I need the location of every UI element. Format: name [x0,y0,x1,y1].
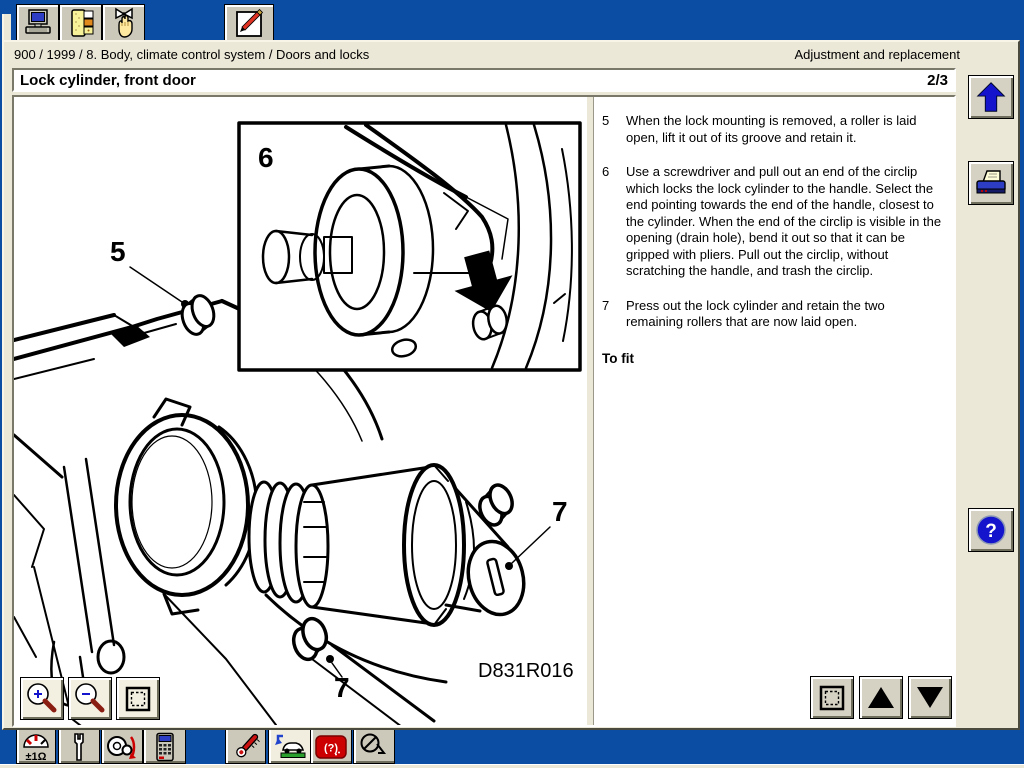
computer-icon [24,9,51,34]
select-region-icon [125,686,151,711]
to-fit-heading: To fit [602,350,634,366]
tab-calculator[interactable] [143,730,186,764]
main-frame: 900 / 1999 / 8. Body, climate control sy… [2,40,1020,746]
wrench-icon [74,732,84,761]
page-title: Lock cylinder, front door [20,71,196,89]
tab-fault-codes[interactable]: (?) [310,730,352,764]
tab-accessories[interactable] [102,4,145,41]
step-text: Use a screwdriver and pull out an end of… [626,164,942,278]
figure-id: D831R016 [478,660,574,682]
select-frame-button[interactable] [810,676,854,719]
breadcrumb-bar: 900 / 1999 / 8. Body, climate control sy… [14,47,960,65]
step-text: Press out the lock cylinder and retain t… [626,297,885,330]
thermometer-icon [235,733,260,757]
tab-diode[interactable] [353,730,395,764]
scroll-up-icon [868,686,894,708]
callout-7-bottom: 7 [334,672,350,703]
up-arrow-icon [976,82,1006,112]
print-button[interactable] [968,161,1014,205]
zoom-out-button[interactable] [68,677,112,720]
tab-car-lift[interactable] [268,730,311,764]
pane-divider [586,97,594,725]
bottom-edge [0,764,1024,768]
diode-icon [360,733,387,754]
fault-label: (?) [324,742,338,754]
lock-cylinder-diagram: 5 6 [12,121,582,746]
instruction-steps: 5 When the lock mounting is removed, a r… [602,113,944,367]
callout-5: 5 [110,236,126,267]
step-6: 6 Use a screwdriver and pull out an end … [602,164,944,280]
help-glyph: ? [985,521,997,542]
tab-seals[interactable] [101,730,143,764]
frame-left-stub [2,14,11,40]
select-region-icon [819,685,845,710]
car-lift-icon [274,734,305,758]
step-5: 5 When the lock mounting is removed, a r… [602,113,944,146]
step-7: 7 Press out the lock cylinder and retain… [602,298,944,331]
scroll-up-button[interactable] [859,676,903,719]
tab-multimeter[interactable]: ±1Ω [16,730,56,764]
tab-notes[interactable] [224,4,274,41]
hand-bow-icon [114,7,133,38]
text-pane-tools [810,676,952,719]
back-up-button[interactable] [968,75,1014,119]
page-indicator: 2/3 [927,71,948,89]
zoom-in-button[interactable] [20,677,64,720]
multimeter-label: ±1Ω [26,751,47,762]
pencil-icon [236,8,264,37]
help-button[interactable]: ? [968,508,1014,552]
callout-6: 6 [258,142,274,173]
help-icon: ? [976,515,1006,545]
tab-parts-catalogue[interactable] [59,4,102,41]
tab-thermometer[interactable] [225,730,266,764]
title-bar: Lock cylinder, front door 2/3 [12,68,956,92]
parts-cabinet-icon [70,9,93,37]
tab-special-tools[interactable] [58,730,100,764]
diagram-pane: 5 6 [12,97,586,746]
step-number: 5 [602,113,610,128]
breadcrumb: 900 / 1999 / 8. Body, climate control sy… [14,47,370,62]
multimeter-icon: ±1Ω [23,733,49,762]
printer-icon [976,170,1006,194]
step-text: When the lock mounting is removed, a rol… [626,113,917,145]
fault-codes-icon: (?) [315,734,347,759]
zoom-in-icon [27,682,57,712]
calculator-icon [155,732,174,761]
section-label: Adjustment and replacement [794,47,960,62]
instruction-pane: 5 When the lock mounting is removed, a r… [594,97,954,725]
step-number: 7 [602,297,610,313]
content-panel: 5 6 [12,95,956,746]
seal-disc-icon [107,735,136,759]
tab-workshop-system[interactable] [16,4,59,41]
scroll-down-button[interactable] [908,676,952,719]
scroll-down-icon [917,686,943,708]
step-number: 6 [602,164,610,179]
diagram-tools [20,677,160,720]
zoom-region-button[interactable] [116,677,160,720]
zoom-out-icon [75,682,105,712]
callout-7-right: 7 [552,496,568,527]
